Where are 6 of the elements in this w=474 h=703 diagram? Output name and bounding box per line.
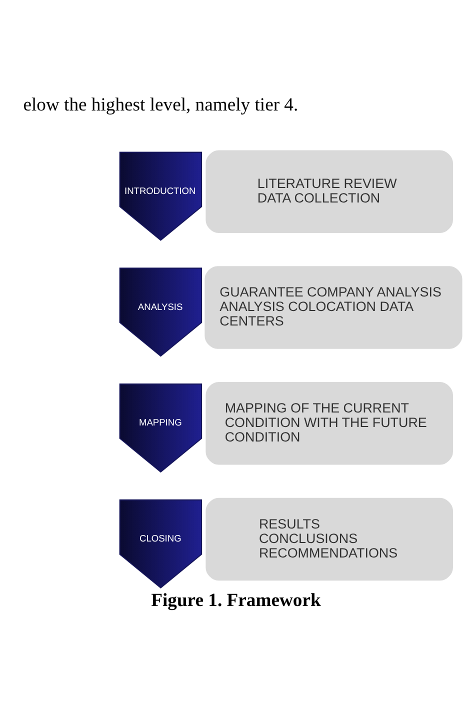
caption: Figure 1. Framework <box>151 589 321 610</box>
node-box: RESULTS CONCLUSIONS RECOMMENDATIONS <box>206 497 453 580</box>
node-box: GUARANTEE COMPANY ANALYSIS ANALYSIS COLOCATION DATA CENTERS <box>204 266 462 348</box>
label: elow the highest level, namely tier 4. <box>23 94 298 115</box>
node-box: LITERATURE REVIEW DATA COLLECTION <box>206 150 453 233</box>
node-box: MAPPING OF THE CURRENT CONDITION WITH THE FUTURE CONDITION <box>206 382 453 464</box>
